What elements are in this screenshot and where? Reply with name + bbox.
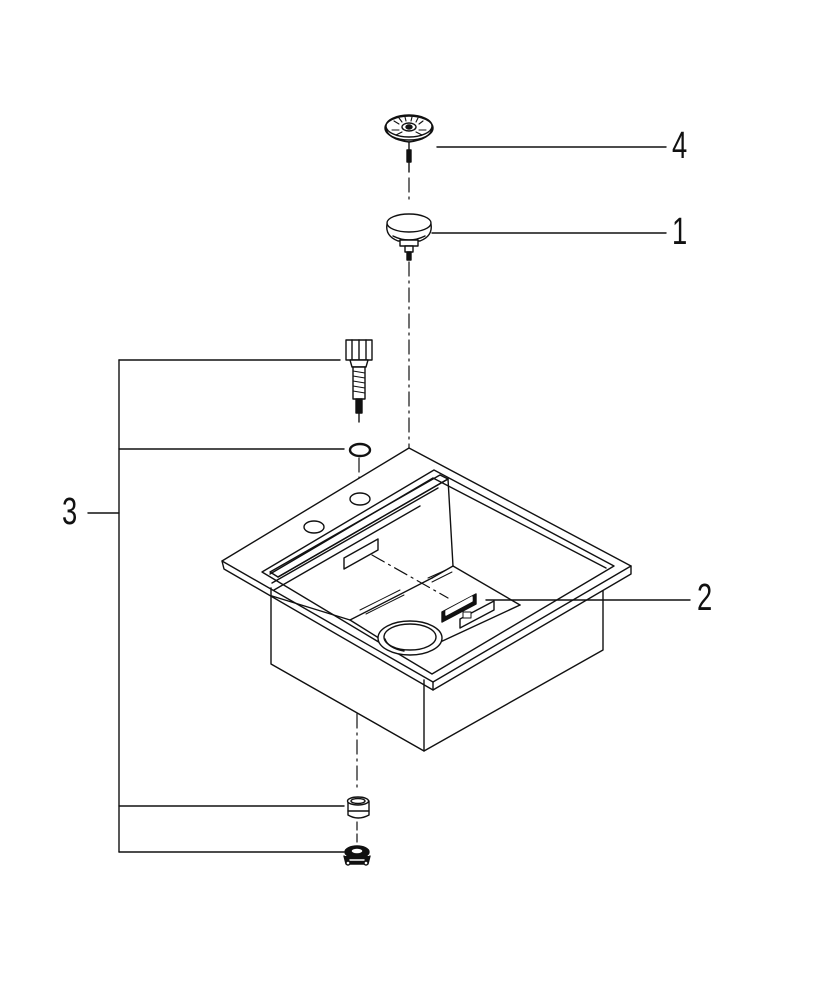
mounting-bolt <box>346 340 372 422</box>
drain-plug <box>387 214 432 260</box>
coupling-nut <box>348 797 370 818</box>
washer-ring <box>350 444 370 456</box>
part-3-bracket <box>88 360 344 852</box>
callout-label-2: 2 <box>697 577 713 619</box>
callout-label-4: 4 <box>672 125 688 167</box>
sink-basin <box>222 448 631 790</box>
lock-nut <box>344 846 370 865</box>
strainer-basket <box>385 115 433 172</box>
callout-label-1: 1 <box>672 211 688 253</box>
overflow-cover <box>372 555 690 628</box>
callout-label-3: 3 <box>62 491 78 533</box>
